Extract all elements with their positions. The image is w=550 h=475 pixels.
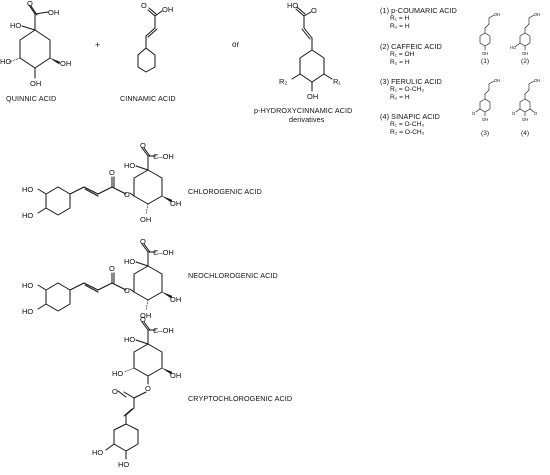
atom-r2: R₂ bbox=[279, 77, 287, 86]
atom-oh: OH bbox=[170, 371, 181, 380]
atom-o: O bbox=[140, 315, 146, 324]
atom-oh: OH bbox=[30, 79, 41, 88]
atom-o: O bbox=[124, 286, 130, 295]
derivative-3-r1: R₁ = O-CH₃ bbox=[390, 86, 425, 93]
atom-oh: OH bbox=[522, 117, 528, 122]
hydroxycinnamic-label: p-HYDROXYCINNAMIC ACID bbox=[254, 106, 353, 115]
atom-oh: OH bbox=[494, 78, 500, 83]
atom-o: O bbox=[145, 384, 151, 393]
atom-o: O bbox=[124, 190, 130, 199]
ferulic-mini-structure: OH OH O bbox=[472, 78, 500, 122]
atom-o: O bbox=[472, 111, 476, 116]
hydroxycinnamic-structure: HO O OH R₂ R₁ bbox=[279, 1, 341, 101]
derivative-4-r1: R₁ = O-CH₃ bbox=[390, 121, 425, 128]
atom-ho: HO bbox=[10, 21, 21, 30]
atom-ho: HO bbox=[22, 281, 33, 290]
derivative-3-title: (3) FERULIC ACID bbox=[380, 77, 442, 86]
atom-oh: OH bbox=[534, 78, 540, 83]
derivative-4-title: (4) SINAPIC ACID bbox=[380, 112, 440, 121]
atom-ho: HO bbox=[22, 211, 33, 220]
derivative-1-title: (1) p-COUMARIC ACID bbox=[380, 6, 457, 15]
atom-ho: HO bbox=[118, 460, 129, 469]
chlorogenic-acid-label: CHLOROGENIC ACID bbox=[188, 187, 262, 196]
neochlorogenic-acid-label: NEOCHLOROGENIC ACID bbox=[188, 271, 278, 280]
atom-o: O bbox=[109, 264, 115, 273]
cinnamic-acid-structure: O OH bbox=[137, 1, 173, 73]
cinnamic-acid-label: CINNAMIC ACID bbox=[120, 94, 176, 103]
atom-ho: HO bbox=[92, 448, 103, 457]
derivative-1-tag: (1) bbox=[481, 58, 490, 65]
hydroxycinnamic-derivatives-label: derivatives bbox=[289, 115, 325, 124]
atom-oh: OH bbox=[522, 51, 528, 56]
atom-o: O bbox=[27, 0, 33, 8]
atom-ho: HO bbox=[287, 1, 298, 10]
atom-oh: OH bbox=[494, 12, 500, 17]
atom-r1: R₁ bbox=[333, 77, 341, 86]
atom-o: O bbox=[112, 387, 118, 396]
atom-oh: OH bbox=[482, 117, 488, 122]
caffeic-mini-structure: OH OH HO bbox=[510, 12, 540, 56]
atom-oh: OH bbox=[48, 8, 59, 17]
atom-oh: OH bbox=[307, 92, 318, 101]
atom-oh: OH bbox=[170, 295, 181, 304]
derivative-1-r2: R₂ = H bbox=[390, 23, 410, 30]
atom-oh: OH bbox=[140, 215, 151, 224]
atom-oh: OH bbox=[60, 59, 71, 68]
derivative-2-title: (2) CAFFEIC ACID bbox=[380, 42, 442, 51]
derivative-1-r1: R₁ = H bbox=[390, 15, 410, 22]
atom-ho: HO bbox=[0, 57, 11, 66]
cryptochlorogenic-structure: O C–OH HO HO OH O O HO HO bbox=[92, 315, 181, 469]
atom-o: O bbox=[140, 237, 146, 246]
atom-ho: HO bbox=[510, 45, 517, 50]
atom-o: O bbox=[534, 111, 538, 116]
atom-oh: OH bbox=[140, 311, 151, 320]
atom-o: O bbox=[311, 6, 317, 15]
or-word: or bbox=[232, 40, 240, 49]
chlorogenic-structure: HO HO O O O C–OH HO OH OH bbox=[22, 141, 181, 224]
atom-o: O bbox=[109, 168, 115, 177]
coumaric-mini-structure: OH OH bbox=[479, 12, 500, 56]
atom-ho: HO bbox=[22, 307, 33, 316]
atom-ho: HO bbox=[112, 369, 123, 378]
sinapic-mini-structure: OH OH O O bbox=[512, 78, 540, 122]
atom-cooh: C–OH bbox=[153, 326, 174, 335]
neochlorogenic-structure: HO HO O O O C–OH HO OH OH bbox=[22, 237, 181, 320]
derivative-2-tag: (2) bbox=[521, 58, 530, 65]
derivative-4-tag: (4) bbox=[521, 130, 530, 137]
atom-cooh: C–OH bbox=[153, 152, 174, 161]
derivative-4-r2: R₂ = O-CH₃ bbox=[390, 129, 425, 136]
atom-oh: OH bbox=[162, 5, 173, 14]
atom-oh: OH bbox=[170, 199, 181, 208]
derivative-3-r2: R₂ = H bbox=[390, 94, 410, 101]
derivative-2-r1: R₁ = OH bbox=[390, 51, 415, 58]
atom-o: O bbox=[141, 1, 147, 10]
derivative-2-r2: R₂ = H bbox=[390, 59, 410, 66]
atom-ho: HO bbox=[22, 185, 33, 194]
atom-o: O bbox=[512, 111, 516, 116]
atom-o: O bbox=[140, 141, 146, 150]
atom-ho: HO bbox=[124, 257, 135, 266]
quinnic-acid-label: QUINNIC ACID bbox=[6, 94, 57, 103]
atom-oh: OH bbox=[534, 12, 540, 17]
atom-ho: HO bbox=[124, 161, 135, 170]
derivative-3-tag: (3) bbox=[481, 130, 490, 137]
quinnic-acid-structure: O OH HO HO OH OH bbox=[0, 0, 71, 88]
plus-sign: + bbox=[95, 40, 101, 50]
atom-oh: OH bbox=[482, 51, 488, 56]
atom-cooh: C–OH bbox=[153, 248, 174, 257]
cryptochlorogenic-acid-label: CRYPTOCHLOROGENIC ACID bbox=[188, 394, 293, 403]
atom-ho: HO bbox=[124, 335, 135, 344]
